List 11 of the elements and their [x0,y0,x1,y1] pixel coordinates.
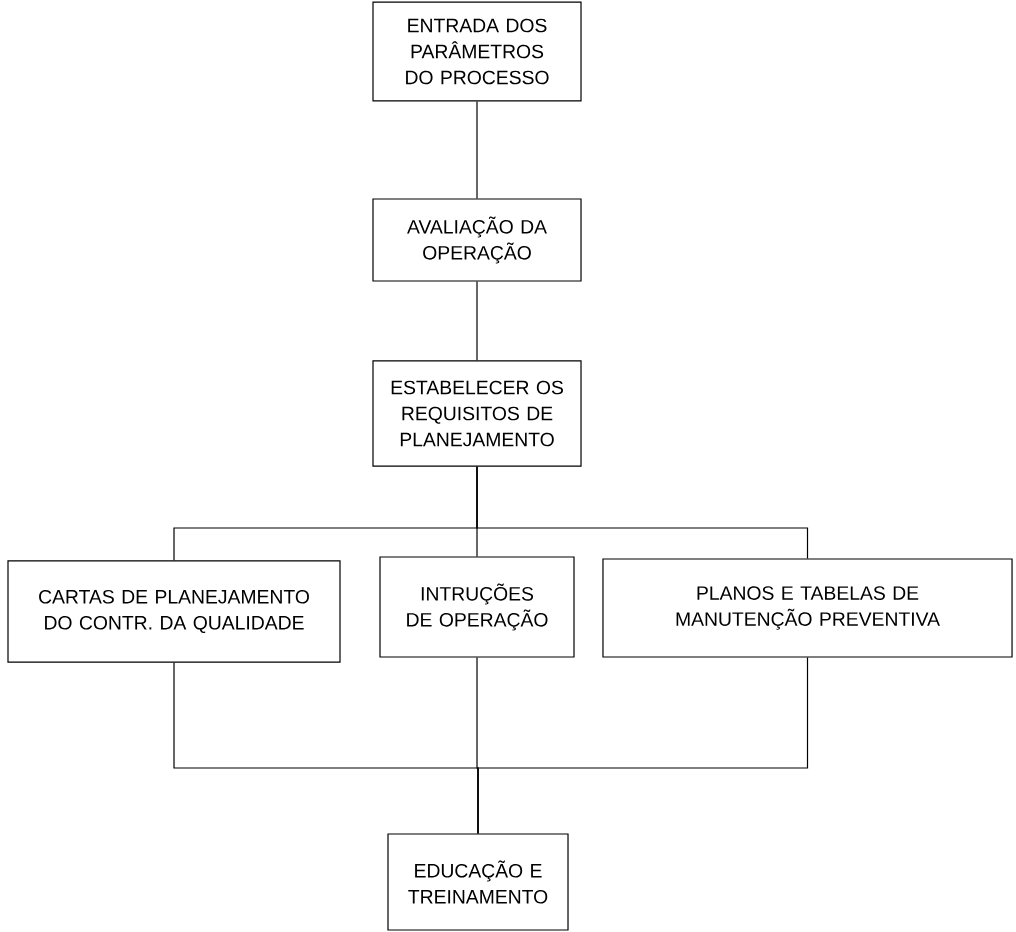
process-box: ESTABELECER OS REQUISITOS DE PLANEJAMENTO [372,360,582,467]
connector-line [476,100,478,199]
process-box: ENTRADA DOS PARÂMETROS DO PROCESSO [372,1,582,102]
process-box: EDUCAÇÃO E TREINAMENTO [387,833,569,931]
connector-line [476,281,478,361]
process-box: CARTAS DE PLANEJAMENTO DO CONTR. DA QUALIDADE [7,560,341,663]
process-box: INTRUÇÕES DE OPERAÇÃO [379,556,575,658]
connector-line [476,466,809,559]
process-box: AVALIAÇÃO DA OPERAÇÃO [372,198,582,282]
process-box: PLANOS E TABELAS DE MANUTENÇÃO PREVENTIVA [602,558,1013,658]
connector-line [477,657,809,834]
